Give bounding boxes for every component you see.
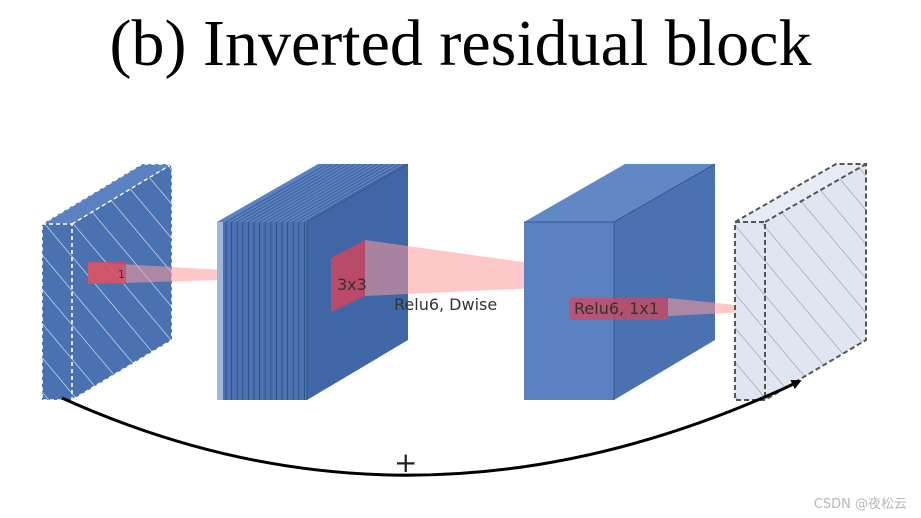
watermark: CSDN @夜松云: [813, 497, 907, 512]
expansion-slice-top-line: [242, 163, 344, 223]
expansion-slice-top-line: [304, 163, 406, 223]
output-block: [734, 163, 867, 401]
residual-connection-arrow: [61, 380, 802, 477]
expansion-slice-top-line: [253, 163, 356, 223]
dwise-kernel-highlight: [331, 240, 365, 312]
dwise-label: Relu6, Dwise: [394, 295, 497, 314]
expansion-slice-top-line: [265, 163, 367, 223]
expansion-block: [217, 163, 409, 400]
expansion-slice-top-line: [237, 163, 339, 223]
diagram-title: (b) Inverted residual block: [109, 7, 812, 80]
expansion-slice-top-line: [231, 163, 333, 223]
expansion-slice-top-line: [287, 163, 389, 223]
expansion-slice-top-line: [248, 163, 350, 223]
residual-plus-sign: +: [394, 446, 417, 479]
conv3x3-label: 3x3: [337, 275, 367, 294]
depthwise-output-block: [524, 163, 716, 400]
expansion-slice-top-line: [276, 163, 378, 223]
expansion-slices: [225, 163, 406, 400]
expansion-slice-top-line: [225, 163, 328, 223]
expansion-slice-top-line: [270, 163, 372, 223]
expansion-slice-top-line: [293, 163, 395, 223]
expansion-slice-top-line: [281, 163, 384, 223]
expansion-slice-top-line: [259, 163, 361, 223]
input-channel-label: 1: [118, 268, 125, 281]
pointwise-kernel-highlight: [570, 298, 668, 320]
pointwise-label: Relu6, 1x1: [574, 299, 659, 318]
input-kernel-highlight: [88, 262, 126, 284]
expansion-slice-top-line: [298, 163, 400, 223]
